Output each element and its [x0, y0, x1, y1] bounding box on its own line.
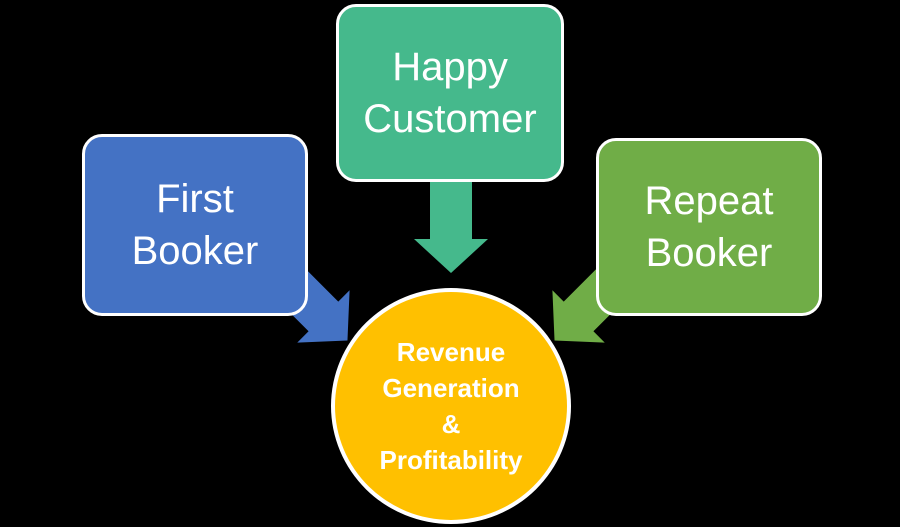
circle-label-line1: Revenue	[396, 337, 506, 367]
first-booker-node: First Booker	[82, 134, 308, 316]
happy-customer-node: Happy Customer	[336, 4, 564, 182]
repeat-booker-label-line1: Repeat	[644, 179, 774, 223]
circle-label-line4: Profitability	[379, 445, 523, 475]
happy-customer-down-arrow-icon	[414, 179, 488, 273]
first-booker-label-line2: Booker	[131, 229, 259, 273]
happy-customer-label-line2: Customer	[363, 97, 537, 141]
circle-label-line3: &	[441, 409, 461, 439]
circle-label-line2: Generation	[382, 373, 520, 403]
happy-customer-label-line1: Happy	[392, 45, 508, 89]
repeat-booker-label-line2: Booker	[645, 231, 773, 275]
repeat-booker-node: Repeat Booker	[596, 138, 822, 316]
revenue-generation-circle-node: Revenue Generation & Profitability	[331, 288, 571, 524]
first-booker-label-line1: First	[156, 177, 234, 221]
